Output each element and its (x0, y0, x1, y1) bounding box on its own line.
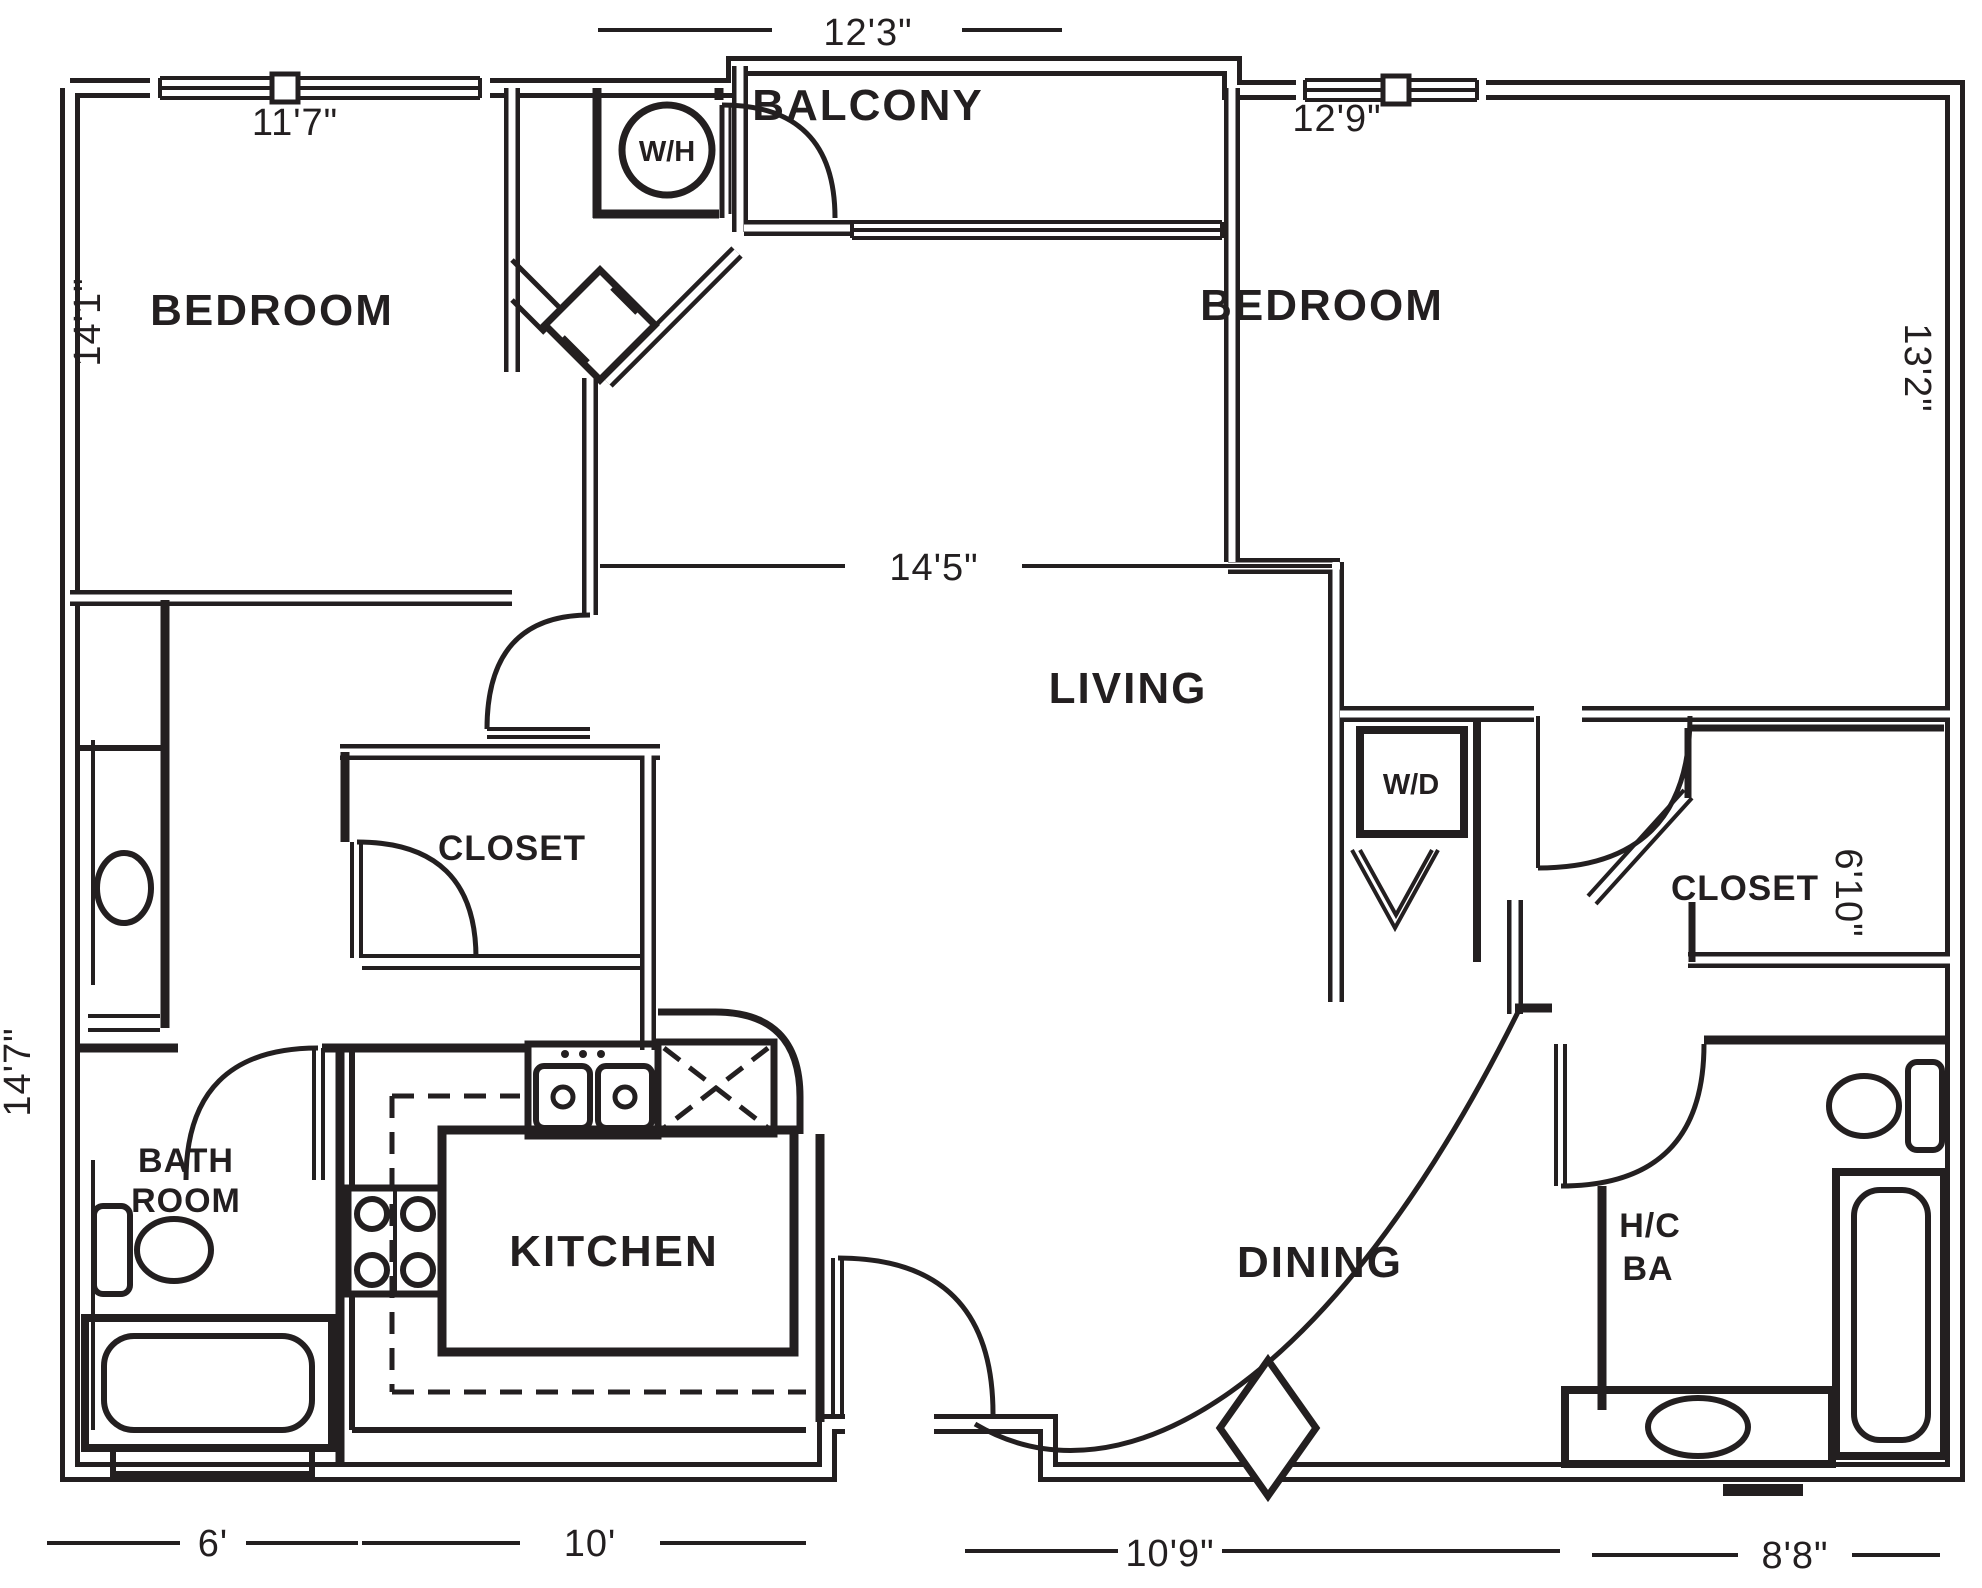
window-bedroom-left (150, 71, 490, 105)
labels: 12'3" BALCONY 11'7" BEDROOM 14'1" 12'9" … (0, 12, 1938, 1577)
hc-bath-door (1554, 1043, 1707, 1189)
dining-curved-wall (973, 1010, 1521, 1503)
windows (150, 71, 1486, 240)
hc-toilet-tank (1905, 1059, 1945, 1153)
dim-bedroom-left-width: 11'7" (252, 102, 338, 144)
bedroom-left-door (484, 612, 591, 739)
dim-bedroom-right-width: 12'9" (1292, 98, 1381, 140)
tub-apron (110, 1445, 315, 1477)
doors (88, 102, 1707, 1415)
bathroom-door (183, 1045, 325, 1181)
living-label: LIVING (1049, 664, 1208, 713)
balcony-label: BALCONY (752, 81, 984, 130)
threshold-mark (1723, 1484, 1803, 1496)
dim-closet-right-depth: 6'10" (1827, 848, 1869, 937)
dim-bedroom-right-depth: 13'2" (1896, 323, 1938, 412)
closet-left-bottom-wall (340, 752, 640, 970)
dimension-lines (47, 28, 1940, 1557)
bedroom-left-label: BEDROOM (150, 286, 394, 335)
window-bedroom-right (1296, 73, 1486, 107)
bedroom-right-door (1536, 715, 1693, 871)
kitchen-island (437, 1125, 799, 1357)
linen-threshold (88, 1014, 160, 1032)
bathroom-label-1: BATH (138, 1142, 234, 1180)
dim-hc-bath-width: 8'8" (1761, 1535, 1828, 1577)
kitchen-fixtures (344, 1008, 806, 1433)
dim-living-width: 14'5" (889, 547, 978, 589)
sink-basin-right (595, 1063, 655, 1131)
sink-basin-left (533, 1063, 593, 1131)
washer-dryer-box (1356, 726, 1468, 838)
hc-toilet-bowl (1826, 1073, 1902, 1139)
dim-bathroom-depth: 14'7" (0, 1027, 39, 1116)
hc-bath-label-2: BA (1622, 1250, 1673, 1288)
linen-sink (94, 850, 154, 926)
bathroom-label-2: ROOM (131, 1182, 241, 1220)
water-heater-label: W/H (639, 136, 695, 168)
dim-kitchen-width: 10' (564, 1523, 617, 1565)
closet-right-label: CLOSET (1671, 869, 1819, 908)
hc-bath-label-1: H/C (1619, 1207, 1681, 1245)
dining-label: DINING (1237, 1238, 1403, 1287)
balcony-door (719, 102, 838, 219)
hc-tub (1832, 1168, 1948, 1460)
dim-bedroom-left-depth: 14'1" (67, 277, 109, 366)
counter-dashed (389, 1093, 806, 1395)
toilet-tank (91, 1203, 133, 1297)
window-balcony-slider (850, 220, 1224, 240)
water-heater-circle (618, 101, 716, 199)
dim-dining-width: 10'9" (1125, 1533, 1214, 1575)
wd-bifold-door (1350, 849, 1440, 933)
hc-bath-fixtures (1561, 1059, 1948, 1496)
closet-left-door (350, 839, 479, 959)
dim-balcony-width: 12'3" (823, 12, 912, 54)
bedroom-right-label: BEDROOM (1200, 281, 1444, 330)
entry-door (831, 1255, 996, 1415)
column-diamond (1215, 1353, 1321, 1503)
hc-vanity-sink (1645, 1395, 1751, 1459)
toilet-bowl (134, 1216, 214, 1284)
washer-dryer-label: W/D (1383, 769, 1439, 801)
tub-basin (101, 1333, 315, 1433)
counter-rounded-corner (658, 1008, 804, 1134)
hc-tub-basin (1851, 1187, 1931, 1443)
interior-walls (75, 88, 1948, 1466)
dim-bathroom-width: 6' (198, 1523, 228, 1565)
closet-right-slider (1586, 788, 1694, 906)
closet-left-label: CLOSET (438, 829, 586, 868)
utility-fixtures (618, 101, 1481, 962)
kitchen-label: KITCHEN (509, 1227, 719, 1276)
fireplace (510, 258, 660, 385)
